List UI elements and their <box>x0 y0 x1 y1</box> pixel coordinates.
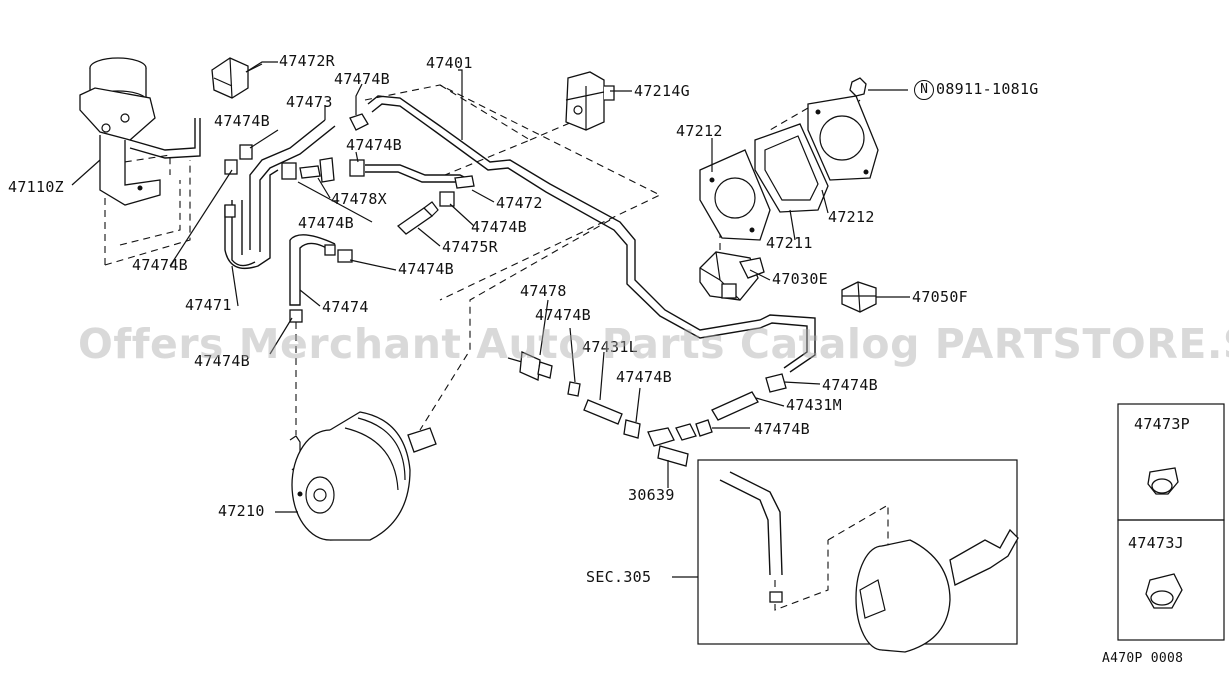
label-47471: 47471 <box>185 296 232 314</box>
label-47474b: 47474B <box>132 256 188 274</box>
label-47478x: 47478X <box>331 190 387 208</box>
label-47475r: 47475R <box>442 238 498 256</box>
main-pipe-47401 <box>349 95 816 373</box>
label-47474: 47474 <box>322 298 369 316</box>
label-47473j: 47473J <box>1128 534 1184 552</box>
label-47478: 47478 <box>520 282 567 300</box>
label-47473p: 47473P <box>1134 415 1190 433</box>
label-47474b: 47474B <box>471 218 527 236</box>
label-47473: 47473 <box>286 93 333 111</box>
label-08911-1081g: 08911-1081G <box>936 80 1039 98</box>
label-47214g: 47214G <box>634 82 690 100</box>
label-47474b: 47474B <box>334 70 390 88</box>
label-47050f: 47050F <box>912 288 968 306</box>
label-47474b: 47474B <box>822 376 878 394</box>
sec305-box <box>697 459 1019 653</box>
hose-group-left <box>224 119 353 323</box>
label-47431l: 47431L <box>582 338 638 356</box>
booster-47210 <box>289 411 437 541</box>
valve-47050f <box>841 281 877 313</box>
label-47110z: 47110Z <box>8 178 64 196</box>
label-47211: 47211 <box>766 234 813 252</box>
vacuum-tank-47110z <box>79 57 201 206</box>
label-47474b: 47474B <box>398 260 454 278</box>
label-30639: 30639 <box>628 486 675 504</box>
label-47474b: 47474B <box>298 214 354 232</box>
valve-47472r <box>211 57 263 99</box>
inset-boxes <box>1117 403 1225 641</box>
label-47212-top: 47212 <box>676 122 723 140</box>
valve-47214g <box>565 71 615 131</box>
label-47474b: 47474B <box>535 306 591 324</box>
label-47474b: 47474B <box>214 112 270 130</box>
lower-hose-group <box>507 351 787 467</box>
label-47474b: 47474B <box>616 368 672 386</box>
n-symbol: N <box>914 80 934 100</box>
label-47474b: 47474B <box>754 420 810 438</box>
label-47431m: 47431M <box>786 396 842 414</box>
watermark: Offers Merchant Auto Parts Catalog PARTS… <box>78 320 1229 368</box>
label-sec305: SEC.305 <box>586 568 652 586</box>
label-47030e: 47030E <box>772 270 828 288</box>
label-47472: 47472 <box>496 194 543 212</box>
gaskets <box>699 77 879 241</box>
solenoid-47030e <box>699 251 765 301</box>
label-47401: 47401 <box>426 54 473 72</box>
hose-group-mid <box>281 157 475 235</box>
label-47212-right: 47212 <box>828 208 875 226</box>
label-47474b: 47474B <box>194 352 250 370</box>
leader-lines <box>71 61 910 578</box>
label-47472r: 47472R <box>279 52 335 70</box>
label-47210: 47210 <box>218 502 265 520</box>
label-a470p-0008: A470P 0008 <box>1102 651 1184 666</box>
label-47474b: 47474B <box>346 136 402 154</box>
